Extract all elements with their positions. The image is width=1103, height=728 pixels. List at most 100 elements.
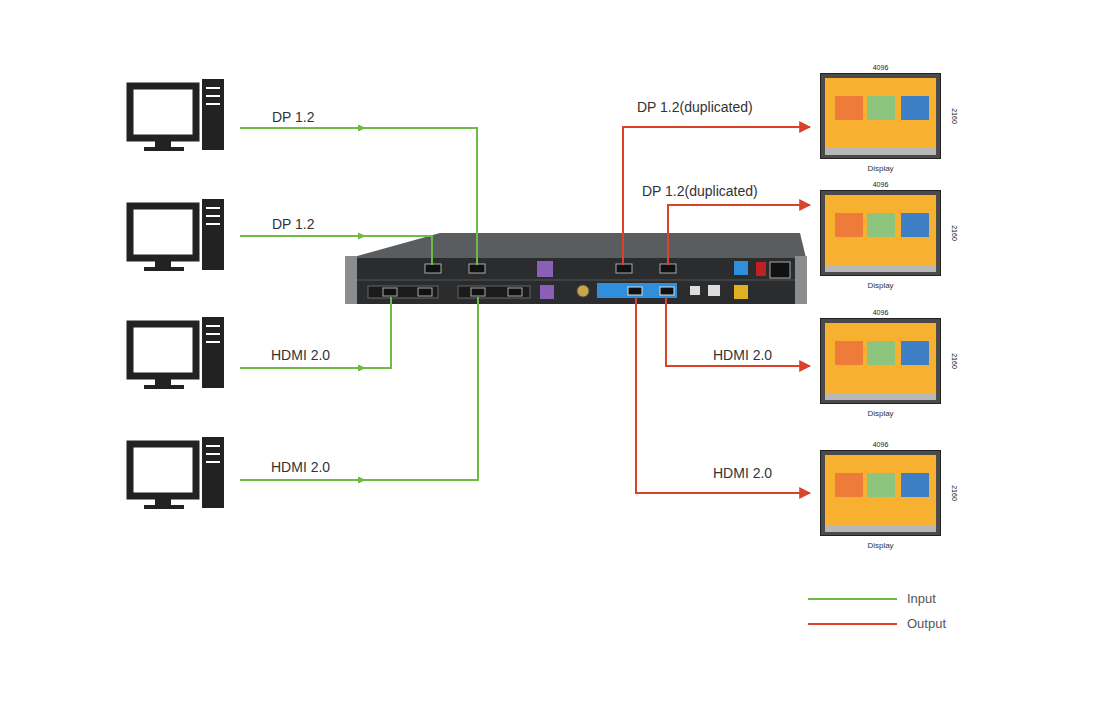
flow-arrowhead xyxy=(358,125,366,132)
input-wire xyxy=(240,236,432,265)
dp-port xyxy=(616,264,632,273)
hdmi-port xyxy=(383,288,397,296)
window-tile xyxy=(867,473,895,497)
monitor xyxy=(130,206,196,258)
usb-port xyxy=(690,286,700,295)
signal-label: HDMI 2.0 xyxy=(713,465,772,481)
height-dimension: 2160 xyxy=(951,108,960,124)
monitor-stand xyxy=(155,140,171,148)
tower-slot xyxy=(206,215,220,217)
tower-slot xyxy=(206,207,220,209)
module-latch xyxy=(734,261,748,275)
hdmi-port xyxy=(418,288,432,296)
output-wire xyxy=(666,297,810,366)
legend-text: Input xyxy=(907,591,936,606)
hdmi-port xyxy=(471,288,485,296)
module-latch xyxy=(537,261,553,277)
module-latch xyxy=(734,285,748,299)
monitor xyxy=(130,444,196,496)
hdmi-port xyxy=(508,288,522,296)
display-caption: Display xyxy=(821,164,940,174)
width-dimension: 4096 xyxy=(821,308,940,317)
output-card xyxy=(597,283,677,298)
bnc-connector xyxy=(577,285,589,297)
height-dimension: 2160 xyxy=(951,225,960,241)
output-wire xyxy=(668,205,810,265)
monitor-base xyxy=(144,147,184,151)
computer-icon xyxy=(130,198,225,271)
taskbar-strip xyxy=(825,148,936,155)
hdmi-port xyxy=(660,287,674,295)
tower-slot xyxy=(206,445,220,447)
rack-ear xyxy=(795,256,807,304)
signal-label: DP 1.2(duplicated) xyxy=(637,99,753,115)
pc-tower xyxy=(201,316,225,389)
monitor-base xyxy=(144,505,184,509)
tower-slot xyxy=(206,87,220,89)
window-tile xyxy=(835,96,863,120)
computer-icon xyxy=(130,316,225,389)
window-tile xyxy=(867,213,895,237)
signal-label: HDMI 2.0 xyxy=(713,347,772,363)
input-card xyxy=(458,286,530,298)
monitor-stand xyxy=(155,498,171,506)
pc-tower xyxy=(201,436,225,509)
taskbar-strip xyxy=(825,525,936,532)
output-wire xyxy=(636,297,810,493)
monitor-stand xyxy=(155,378,171,386)
lan-port xyxy=(708,285,720,296)
monitor-base xyxy=(144,267,184,271)
pc-tower xyxy=(201,78,225,151)
display-box: 40962160Display xyxy=(820,318,941,404)
computer-icon xyxy=(130,436,225,509)
dp-port xyxy=(425,264,441,273)
signal-label: DP 1.2 xyxy=(272,216,315,232)
display-box: 40962160Display xyxy=(820,73,941,159)
power-inlet xyxy=(770,262,790,278)
input-wire xyxy=(240,297,391,368)
display-box: 40962160Display xyxy=(820,450,941,536)
rack-ear xyxy=(345,256,357,304)
input-card xyxy=(368,286,438,298)
monitor xyxy=(130,86,196,138)
dp-port xyxy=(660,264,676,273)
flow-arrowhead xyxy=(358,233,366,240)
width-dimension: 4096 xyxy=(821,440,940,449)
device-rear-panel xyxy=(345,258,807,304)
monitor-base xyxy=(144,385,184,389)
window-tile xyxy=(835,341,863,365)
window-tile xyxy=(835,473,863,497)
flow-arrowhead xyxy=(358,365,366,372)
tower-slot xyxy=(206,453,220,455)
legend-input-line xyxy=(808,598,897,600)
input-wire xyxy=(240,297,478,480)
hdmi-port xyxy=(628,287,642,295)
pc-tower xyxy=(201,198,225,271)
signal-label: HDMI 2.0 xyxy=(271,459,330,475)
display-caption: Display xyxy=(821,409,940,419)
signal-label: HDMI 2.0 xyxy=(271,347,330,363)
legend-output-line xyxy=(808,623,897,625)
tower-slot xyxy=(206,333,220,335)
signal-label: DP 1.2 xyxy=(272,109,315,125)
width-dimension: 4096 xyxy=(821,63,940,72)
window-tile xyxy=(901,341,929,365)
display-caption: Display xyxy=(821,281,940,291)
matrix-device xyxy=(345,233,807,304)
flow-arrowhead xyxy=(358,477,366,484)
tower-slot xyxy=(206,341,220,343)
tower-slot xyxy=(206,95,220,97)
output-wire xyxy=(623,127,810,265)
window-tile xyxy=(901,473,929,497)
width-dimension: 4096 xyxy=(821,180,940,189)
tower-slot xyxy=(206,461,220,463)
taskbar-strip xyxy=(825,265,936,272)
tower-slot xyxy=(206,103,220,105)
monitor-stand xyxy=(155,260,171,268)
display-caption: Display xyxy=(821,541,940,551)
window-tile xyxy=(867,96,895,120)
tower-slot xyxy=(206,223,220,225)
height-dimension: 2160 xyxy=(951,353,960,369)
window-tile xyxy=(867,341,895,365)
display-box: 40962160Display xyxy=(820,190,941,276)
